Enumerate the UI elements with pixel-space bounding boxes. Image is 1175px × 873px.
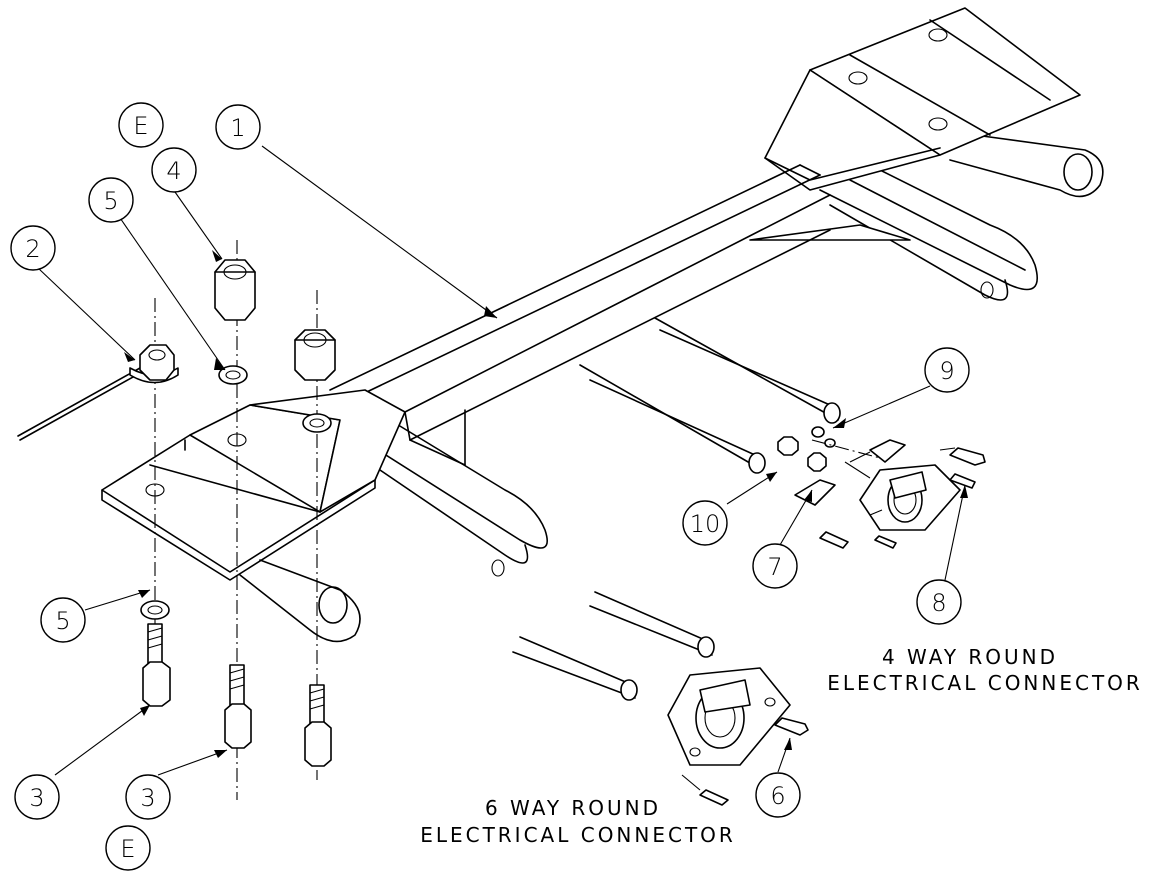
- callout-5-top: 5: [88, 177, 134, 223]
- leader-lines: [37, 145, 968, 776]
- callout-5-top-label: 5: [103, 187, 118, 215]
- callout-1-label: 1: [230, 114, 245, 142]
- lock-washer-bottom: [140, 600, 170, 620]
- callout-1: 1: [215, 104, 261, 150]
- callout-5-bottom-label: 5: [55, 607, 70, 635]
- right-mounting-bracket: [749, 7, 1104, 301]
- callout-7-label: 7: [767, 553, 782, 581]
- callout-3-middle: 3: [125, 774, 171, 820]
- flange-nut-with-wire: [17, 344, 179, 441]
- callout-5-bottom: 5: [40, 597, 86, 643]
- hex-nut-right: [294, 329, 336, 381]
- callout-3-middle-label: 3: [140, 784, 155, 812]
- four-way-caption: 4 WAY ROUND ELECTRICAL CONNECTOR: [827, 645, 1143, 695]
- callout-E-top: E: [118, 102, 164, 148]
- left-mounting-bracket: [101, 389, 548, 643]
- callout-E-top-label: E: [133, 112, 148, 140]
- callout-6-label: 6: [770, 782, 785, 810]
- four-way-caption-line1: 4 WAY ROUND: [882, 645, 1058, 669]
- six-way-caption: 6 WAY ROUND ELECTRICAL CONNECTOR: [420, 796, 736, 847]
- lock-washer-top: [218, 365, 248, 385]
- main-cross-bar: [329, 164, 831, 466]
- lock-washer-right: [302, 413, 332, 433]
- callout-7: 7: [752, 543, 798, 589]
- callout-4-label: 4: [166, 157, 181, 185]
- hex-bolt-left: [142, 623, 171, 707]
- callout-4: 4: [151, 147, 197, 193]
- callout-10: 10: [682, 500, 728, 546]
- hex-bolt-right: [304, 684, 332, 767]
- callout-3-left-label: 3: [29, 784, 44, 812]
- callout-E-bottom: E: [105, 825, 151, 871]
- four-way-caption-line2: ELECTRICAL CONNECTOR: [827, 671, 1143, 695]
- callout-E-bottom-label: E: [120, 835, 135, 863]
- callout-9: 9: [924, 347, 970, 393]
- left-bracket-hardware: [17, 240, 336, 800]
- hex-bolt-middle: [224, 664, 252, 749]
- hex-nut: [214, 259, 256, 321]
- callout-8-label: 8: [931, 589, 946, 617]
- callout-3-left: 3: [14, 774, 60, 820]
- callout-2-label: 2: [25, 235, 40, 263]
- six-way-caption-line1: 6 WAY ROUND: [485, 796, 661, 820]
- callout-8: 8: [916, 579, 962, 625]
- callout-2: 2: [10, 225, 56, 271]
- four-way-connector-assembly: [579, 317, 986, 549]
- six-way-caption-line2: ELECTRICAL CONNECTOR: [420, 823, 736, 847]
- callout-9-label: 9: [939, 357, 954, 385]
- six-way-connector-assembly: [512, 591, 809, 806]
- callout-10-label: 10: [690, 510, 721, 538]
- callout-6: 6: [755, 772, 801, 818]
